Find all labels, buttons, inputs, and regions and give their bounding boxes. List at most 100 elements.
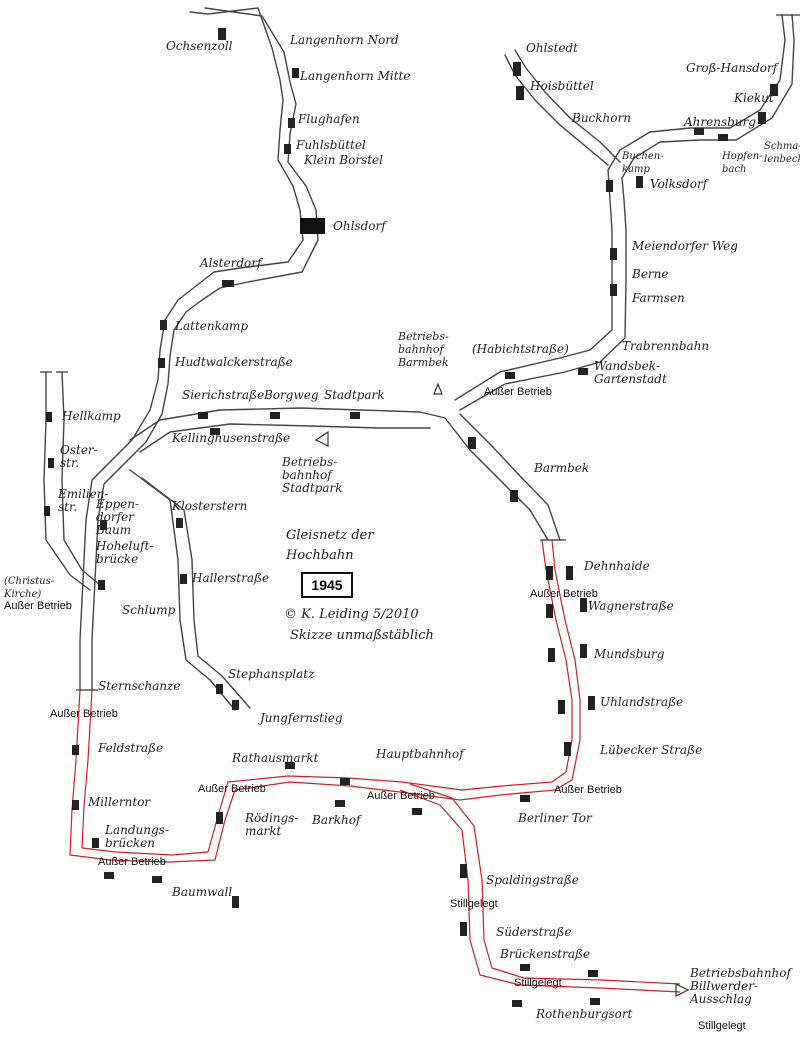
label-stephansplatz: Stephansplatz xyxy=(228,667,315,681)
map-scale-note: Skizze unmaßstäblich xyxy=(290,628,434,643)
status-berliner-tor: Außer Betrieb xyxy=(554,784,622,796)
label-hauptbahnhof: Hauptbahnhof xyxy=(376,747,464,761)
label-berne: Berne xyxy=(632,267,669,281)
label-fuhlsbuettel: Fuhlsbüttel xyxy=(296,138,366,152)
label-ohlsdorf: Ohlsdorf xyxy=(333,219,386,233)
map-title-line-2: Hochbahn xyxy=(286,548,354,563)
track-eimsbuettel-2 xyxy=(61,371,101,586)
ohlsdorf-marker xyxy=(300,218,325,234)
track-barmbek-south-2 xyxy=(459,413,561,541)
label-mundsburg: Mundsburg xyxy=(594,647,665,661)
status-billwerder: Stillgelegt xyxy=(698,1020,746,1032)
label-lattenkamp: Lattenkamp xyxy=(175,319,249,333)
label-hoisbuettel: Hoisbüttel xyxy=(530,79,594,93)
label-hoheluftbruecke: Hoheluft-brücke xyxy=(96,539,154,566)
label-hallerstrasse: Hallerstraße xyxy=(192,571,270,585)
label-sierichstrasse: Sierichstraße xyxy=(182,388,265,402)
status-habichtstrasse: Außer Betrieb xyxy=(484,386,552,398)
track-ring-north-2 xyxy=(139,423,431,453)
label-schmalenbeck: Schma-lenbeck xyxy=(764,141,800,165)
status-hauptbahnhof: Außer Betrieb xyxy=(367,790,435,802)
label-farmsen: Farmsen xyxy=(632,291,685,305)
label-kiekut: Kiekut xyxy=(734,91,774,105)
status-spaldingstrasse: Stillgelegt xyxy=(450,898,498,910)
label-hellkamp: Hellkamp xyxy=(62,409,121,423)
label-christuskirche: (Christus-Kirche) xyxy=(4,576,55,600)
depot-bbf-barmbek xyxy=(433,382,443,395)
label-volksdorf: Volksdorf xyxy=(650,177,708,191)
label-baumwall: Baumwall xyxy=(172,885,233,899)
label-dehnhaide: Dehnhaide xyxy=(584,559,650,573)
label-roedingsmarkt: Rödings-markt xyxy=(245,811,299,838)
terminal-markers xyxy=(40,14,800,691)
label-meiendorfer-weg: Meiendorfer Weg xyxy=(632,239,738,253)
label-buchenkamp: Buchen-kamp xyxy=(622,151,664,175)
status-christuskirche: Außer Betrieb xyxy=(4,600,72,612)
label-gross-hansdorf: Groß-Hansdorf xyxy=(686,61,778,75)
label-feldstrasse: Feldstraße xyxy=(98,741,164,755)
label-flughafen: Flughafen xyxy=(298,112,360,126)
label-rathausmarkt: Rathausmarkt xyxy=(232,751,319,765)
label-borgweg: Borgweg xyxy=(264,388,319,402)
label-alsterdorf: Alsterdorf xyxy=(200,256,262,270)
label-berliner-tor: Berliner Tor xyxy=(518,811,592,825)
label-wagnerstrasse: Wagnerstraße xyxy=(588,599,674,613)
inactive-line-ring-south xyxy=(69,539,581,863)
label-kellinghusenstrasse: Kellinghusenstraße xyxy=(172,431,291,445)
map-title-line-1: Gleisnetz der xyxy=(286,528,374,543)
label-spaldingstrasse: Spaldingstraße xyxy=(486,873,579,887)
track-ohlstedt-2 xyxy=(514,49,621,163)
label-ohlstedt: Ohlstedt xyxy=(526,41,578,55)
track-barmbek-south xyxy=(444,417,549,541)
label-langenhorn-nord: Langenhorn Nord xyxy=(290,33,399,47)
station-marks xyxy=(44,28,778,1007)
label-luebecker-strasse: Lübecker Straße xyxy=(600,743,703,757)
track-langenhorn-ohlsdorf xyxy=(79,7,304,691)
label-sternschanze: Sternschanze xyxy=(98,679,181,693)
status-dehnhaide: Außer Betrieb xyxy=(530,588,598,600)
inactive-line-rothenburgsort-2 xyxy=(409,783,681,985)
label-trabrennbahn: Trabrennbahn xyxy=(622,339,710,353)
label-brueckenstrasse: Brückenstraße xyxy=(500,947,591,961)
label-klosterstern: Klosterstern xyxy=(172,499,248,513)
depot-bbf-billwerder xyxy=(675,983,690,997)
label-uhlandstrasse: Uhlandstraße xyxy=(600,695,684,709)
label-millerntor: Millerntor xyxy=(88,795,151,809)
label-langenhorn-mitte: Langenhorn Mitte xyxy=(300,69,411,83)
label-barkhof: Barkhof xyxy=(312,813,361,827)
label-wandsbek-gartenstadt: Wandsbek-Gartenstadt xyxy=(594,359,667,386)
status-rathausmarkt: Außer Betrieb xyxy=(198,783,266,795)
label-stadtpark: Stadtpark xyxy=(324,388,385,402)
status-sternschanze: Außer Betrieb xyxy=(50,708,118,720)
label-suederstrasse: Süderstraße xyxy=(496,925,572,939)
label-klein-borstel: Klein Borstel xyxy=(304,153,383,167)
label-bbf-barmbek: Betriebs-bahnhof Barmbek xyxy=(398,330,449,369)
label-ahrensburg: Ahrensburg xyxy=(684,115,756,129)
track-langenhorn-ohlsdorf-2 xyxy=(91,7,319,691)
map-year-box: 1945 xyxy=(301,572,353,598)
track-jungfernstieg-2 xyxy=(141,477,251,709)
track-ring-north xyxy=(129,407,446,441)
label-buckhorn: Buckhorn xyxy=(572,111,631,125)
label-jungfernstieg: Jungfernstieg xyxy=(260,711,343,725)
label-rothenburgsort: Rothenburgsort xyxy=(536,1007,633,1021)
map-author: © K. Leiding 5/2010 xyxy=(284,607,419,622)
label-barmbek: Barmbek xyxy=(534,461,590,475)
track-eimsbuettel xyxy=(43,371,91,591)
inactive-line-ring-south-2 xyxy=(81,539,573,856)
label-hudtwalckerstrasse: Hudtwalckerstraße xyxy=(175,355,293,369)
label-emilienstrasse: Emilien-str. xyxy=(58,487,109,514)
label-eppendorfer-baum: Eppen-dorfer Baum xyxy=(96,497,140,537)
status-brueckenstrasse: Stillgelegt xyxy=(514,977,562,989)
label-ochsenzoll: Ochsenzoll xyxy=(166,39,233,53)
label-landungsbruecken: Landungs-brücken xyxy=(105,823,169,850)
label-schlump: Schlump xyxy=(122,603,176,617)
inactive-line-rothenburgsort xyxy=(399,789,681,993)
label-habichtstrasse: (Habichtstraße) xyxy=(472,342,569,356)
label-bbf-stadtpark: Betriebs-bahnhof Stadtpark xyxy=(282,455,343,495)
label-hopfenbach: Hopfen-bach xyxy=(722,151,763,175)
label-bbf-billwerder: Betriebsbahnhof Billwerder-Ausschlag xyxy=(690,966,791,1006)
depot-bbf-stadtpark xyxy=(314,430,329,447)
